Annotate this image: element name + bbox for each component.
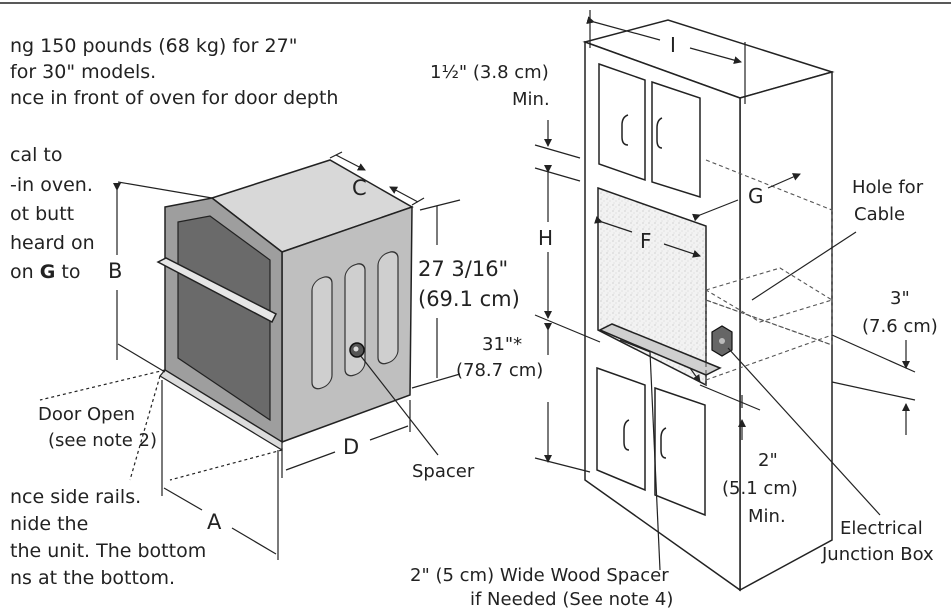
top-min-word: Min. [512,89,550,110]
upper-door-right [651,80,701,199]
bottom-height-in: 31"* [482,334,522,355]
note-line-11: the unit. The bottom [10,540,206,562]
side-panel-3 [377,251,399,365]
hole-label-1: Hole for [852,177,924,198]
note-line-8-bold: G [40,261,56,283]
door-handles [621,114,667,459]
door-open-note: (see note 2) [48,430,157,451]
three-in-label: 3" [890,288,910,309]
junction-box [711,325,733,357]
two-min-label: Min. [748,506,786,527]
oven-handle [156,257,278,324]
hole-label-2: Cable [854,204,905,225]
side-panel-1 [311,276,333,390]
note-line-9: nce side rails. [10,486,141,508]
note-line-6: ot butt [10,203,74,225]
oven-notes: Door Open (see note 2) Spacer [38,404,475,482]
spacer-label: Spacer [412,461,475,482]
cabinet-dimensions [534,10,916,571]
lower-door-left [596,366,646,492]
side-panel-2 [344,263,366,377]
cabinet-notes: 1½" (3.8 cm) Min. 31"* (78.7 cm) Hole fo… [410,62,938,610]
cabinet-labels: I G F H [538,33,764,253]
dim-label-g: G [748,184,764,208]
handle-icon [621,114,629,146]
two-cm-label: (5.1 cm) [722,478,798,499]
note-line-8-prefix: on [10,261,34,283]
note-line-5: -in oven. [10,174,93,196]
notes-text: ng 150 pounds (68 kg) for 27" for 30" mo… [10,35,338,589]
oven-illustration [156,159,414,452]
dim-label-c: C [352,176,367,200]
top-min-label: 1½" (3.8 cm) [430,62,549,83]
wood-spacer-label-1: 2" (5 cm) Wide Wood Spacer [410,565,669,586]
lower-door-right [654,386,706,517]
dim-label-a: A [207,510,222,534]
door-open-label: Door Open [38,404,135,425]
two-in-label: 2" [758,450,778,471]
note-line-3: nce in front of oven for door depth [10,87,338,109]
note-line-4: cal to [10,144,62,166]
note-line-8: on G to [10,261,80,283]
oven-labels: C B 27 3/16" (69.1 cm) D A [108,176,520,534]
dim-label-h: H [538,226,553,250]
bottom-height-cm: (78.7 cm) [456,360,543,381]
note-line-1: ng 150 pounds (68 kg) for 27" [10,35,297,57]
oven-dimensions [39,151,461,560]
note-line-10: nide the [10,513,88,535]
dim-label-i: I [670,33,676,57]
dim-height-cm: (69.1 cm) [418,287,520,311]
oven-window [177,215,271,422]
dim-height-in: 27 3/16" [418,257,508,281]
note-line-7: heard on [10,232,95,254]
junction-label-2: Junction Box [821,544,934,565]
note-line-2: for 30" models. [10,61,156,83]
dim-label-d: D [343,435,359,459]
wood-spacer-label-2: if Needed (See note 4) [470,589,673,610]
three-cm-label: (7.6 cm) [862,316,938,337]
cabinet-hidden-lines [704,159,834,385]
note-line-8-suffix: to [61,261,80,283]
shelf-spacer [598,323,722,376]
dim-label-b: B [108,259,122,283]
dim-label-f: F [640,229,652,253]
junction-label-1: Electrical [840,518,923,539]
note-line-12: ns at the bottom. [10,567,175,589]
cabinet-illustration [582,19,835,592]
